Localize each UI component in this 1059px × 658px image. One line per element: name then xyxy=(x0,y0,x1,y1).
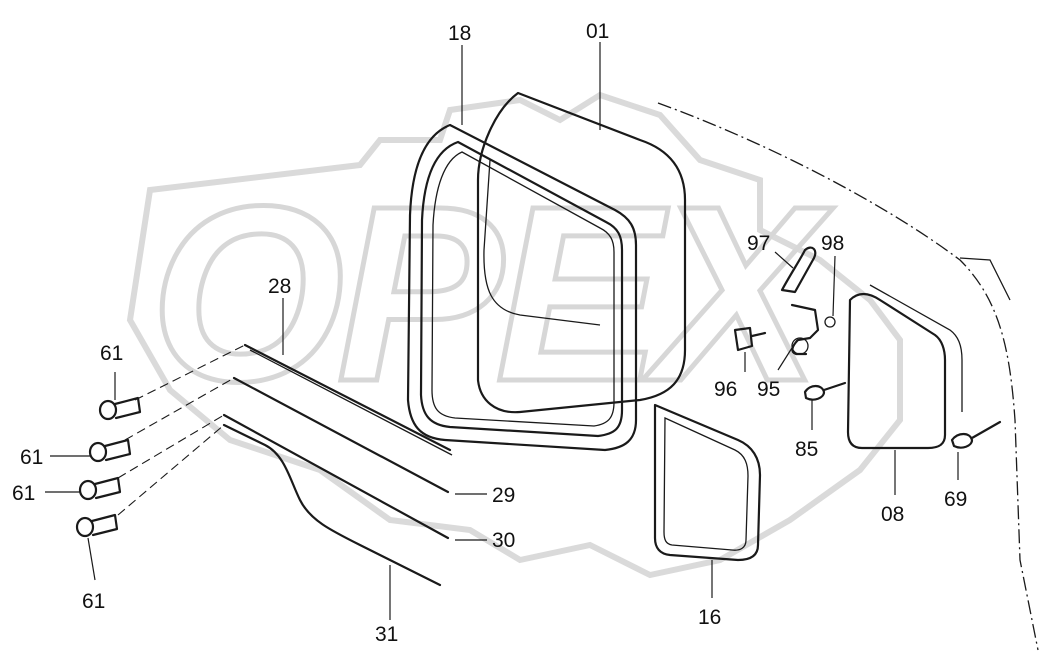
part-69-rivet xyxy=(950,420,1002,449)
label-61-c: 61 xyxy=(12,482,35,505)
part-18-seal-inner xyxy=(419,140,624,438)
part-16-seal-inner xyxy=(663,416,749,551)
part-01-glass-inner xyxy=(483,159,601,326)
part-16-seal xyxy=(653,403,762,562)
label-01: 01 xyxy=(586,20,609,43)
label-85: 85 xyxy=(795,438,818,461)
leader-61-a xyxy=(134,344,246,401)
label-97: 97 xyxy=(747,232,770,255)
part-08-glass xyxy=(846,292,947,450)
label-61-d: 61 xyxy=(82,590,105,613)
label-30: 30 xyxy=(492,529,515,552)
watermark-text: OPEX xyxy=(150,154,834,433)
watermark: OPEX xyxy=(126,91,903,579)
label-31: 31 xyxy=(375,623,398,646)
part-01-glass xyxy=(476,91,687,414)
label-18: 18 xyxy=(448,22,471,45)
part-31-bar xyxy=(222,423,442,587)
part-08-frame xyxy=(869,284,963,412)
label-08: 08 xyxy=(881,503,904,526)
part-97-hinge xyxy=(780,246,817,294)
leader-98 xyxy=(832,255,836,317)
label-29: 29 xyxy=(492,484,515,507)
label-16: 16 xyxy=(698,606,721,629)
label-61-b: 61 xyxy=(20,446,43,469)
label-28: 28 xyxy=(268,275,291,298)
leader-95 xyxy=(777,339,798,371)
part-61-bolt-a xyxy=(98,396,142,421)
part-95-knob xyxy=(791,337,809,355)
part-18-seal-core xyxy=(431,151,615,427)
part-96-screw xyxy=(733,326,767,352)
part-61-bolt-b xyxy=(88,438,132,463)
cab-edge xyxy=(959,257,1011,301)
part-30-bar xyxy=(222,413,450,540)
leader-61-b xyxy=(124,377,235,441)
part-29-bar xyxy=(232,376,450,494)
leader-61-d-label xyxy=(87,537,96,581)
part-85-rivet xyxy=(803,381,847,401)
part-61-bolt-d xyxy=(75,513,119,538)
label-95: 95 xyxy=(757,378,780,401)
part-28-bar-lower xyxy=(249,349,453,456)
leader-97 xyxy=(774,251,794,269)
leader-61-c xyxy=(117,414,225,479)
label-69: 69 xyxy=(944,488,967,511)
watermark-gear xyxy=(126,91,903,579)
part-61-bolt-c xyxy=(78,476,122,501)
leader-61-d xyxy=(117,424,225,516)
label-98: 98 xyxy=(821,232,844,255)
part-28-bar xyxy=(243,343,452,452)
part-98-nut xyxy=(824,316,836,328)
label-61-a: 61 xyxy=(100,342,123,365)
part-18-seal-outer xyxy=(406,123,638,452)
label-96: 96 xyxy=(714,378,737,401)
cab-outline xyxy=(657,102,1039,651)
